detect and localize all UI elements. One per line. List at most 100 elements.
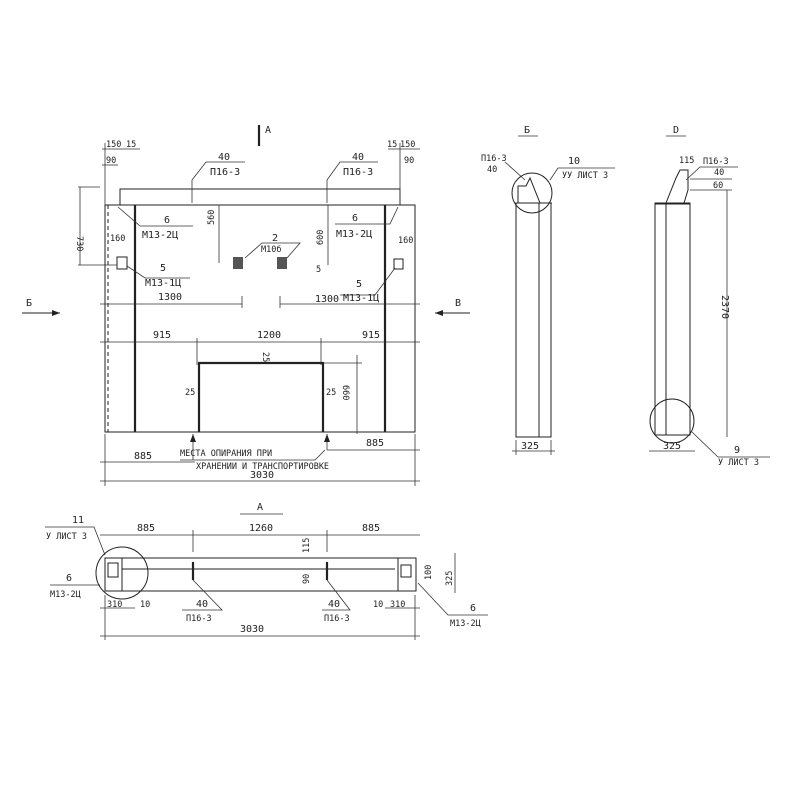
dimension-label: 2: [272, 233, 278, 244]
drawing-line: [549, 167, 615, 181]
drawing-line: [665, 169, 689, 204]
dimension-label: УУ ЛИСТ 3: [562, 171, 608, 181]
dimension-label: 1300: [158, 292, 182, 303]
support-note-line2: ХРАНЕНИИ И ТРАНСПОРТИРОВКЕ: [196, 462, 329, 472]
dimension-label: 150: [400, 140, 415, 150]
drawing-line: [435, 310, 443, 316]
dimension-label: 3030: [240, 624, 264, 635]
dimension-label: У ЛИСТ 3: [718, 458, 759, 468]
drawing-line: [400, 564, 412, 578]
dimension-label: 885: [366, 438, 384, 449]
embed-m13-1-left: [116, 256, 128, 270]
dimension-label: 40: [328, 599, 340, 610]
dimension-label: 160: [398, 236, 413, 246]
dimension-label: 11: [72, 515, 84, 526]
dimension-label: 25: [260, 352, 270, 362]
dimension-label: 6: [470, 603, 476, 614]
dimension-label: П16-3: [210, 167, 240, 178]
dimension-label: 10: [568, 156, 580, 167]
plan-view: A 885 1260 885 115 90 100 325 310 10 10 …: [45, 502, 488, 640]
dimension-label: М10б: [261, 244, 281, 255]
dimension-label: 1260: [249, 523, 273, 534]
dimension-label: М13-2Ц: [142, 230, 178, 241]
dimension-label: 6: [352, 213, 358, 224]
drawing-line: [654, 202, 691, 436]
drawing-line: [244, 242, 301, 259]
dimension-label: П16-3: [703, 157, 729, 167]
dimension-label: 325: [445, 571, 455, 586]
drawing-line: [117, 206, 193, 227]
dimension-label: 915: [153, 330, 171, 341]
drawing-line: [504, 161, 526, 181]
dimension-label: 150: [106, 140, 121, 150]
dimension-label: 90: [106, 156, 116, 166]
drawing-line: [517, 176, 552, 204]
dimension-label: 885: [134, 451, 152, 462]
dimension-label: М13-2Ц: [50, 590, 81, 600]
side-view-d: D 115 П16-3 40 60 2370 9 У ЛИСТ 3 325: [649, 125, 770, 468]
drawing-line: [191, 161, 245, 203]
drawing-line: [685, 166, 738, 181]
dimension-label: М13-1Ц: [343, 293, 379, 304]
drawing-line: [335, 206, 399, 225]
section-b-label: Б: [26, 298, 32, 309]
embed-m13-1-right: [393, 258, 404, 270]
dimension-label: 25: [185, 388, 195, 398]
dimension-label: 100: [424, 565, 434, 580]
dimension-label: 60: [713, 181, 723, 191]
dimension-label: 15: [126, 140, 136, 150]
dimension-label: У ЛИСТ 3: [46, 532, 87, 542]
dimension-label: 6: [164, 215, 170, 226]
drawing-line: [45, 526, 106, 556]
embed-m10-left: [233, 257, 243, 269]
drawing-line: [52, 310, 60, 316]
drawing-line: [417, 582, 488, 616]
detail-circle: [95, 546, 149, 600]
dimension-label: 90: [404, 156, 414, 166]
dimension-label: 310: [390, 600, 405, 610]
dimension-label: 915: [362, 330, 380, 341]
dimension-label: 310: [107, 600, 122, 610]
dimension-label: 5: [160, 263, 166, 274]
view-b-title: Б: [524, 125, 530, 136]
view-a-title: A: [257, 502, 263, 513]
dimension-label: 40: [714, 168, 724, 178]
dimension-label: М13-2Ц: [336, 229, 372, 240]
drawing-line: [324, 434, 330, 442]
dimension-label: 325: [663, 441, 681, 452]
dimension-label: 1200: [257, 330, 281, 341]
dimension-label: 10: [373, 600, 383, 610]
dimension-label: П16-3: [343, 167, 373, 178]
drawing-line: [180, 449, 326, 461]
dimension-label: 15: [387, 140, 397, 150]
detail-circle: [649, 398, 695, 444]
dimension-label: 560: [207, 210, 217, 225]
dimension-label: 660: [340, 385, 350, 400]
drawing-line: [104, 557, 417, 592]
front-view: A Б В 150 15 90 15 150 90 730 160: [22, 125, 470, 486]
dimension-label: 90: [302, 574, 312, 584]
drawing-line: [340, 267, 396, 296]
dimension-label: М13-1Ц: [145, 278, 181, 289]
view-d-title: D: [673, 125, 679, 136]
dimension-label: 885: [137, 523, 155, 534]
drawing-line: [322, 579, 351, 611]
section-v-label: В: [455, 298, 461, 309]
dimension-label: 9: [734, 445, 740, 456]
drawing-line: [691, 431, 770, 458]
dimension-label: М13-2Ц: [450, 619, 481, 629]
dimension-label: П16-3: [186, 614, 212, 624]
drawing-line: [182, 579, 223, 611]
support-note-line1: МЕСТА ОПИРАНИЯ ПРИ: [180, 449, 272, 459]
dimension-label: 885: [362, 523, 380, 534]
door-opening: [197, 361, 325, 432]
drawing-line: [126, 265, 190, 279]
dimension-label: 40: [352, 152, 364, 163]
dimension-label: 5: [316, 265, 321, 275]
dimension-label: П16-3: [481, 154, 507, 164]
dimension-label: 6: [66, 573, 72, 584]
dimension-label: 325: [521, 441, 539, 452]
section-a-label: A: [265, 125, 271, 136]
dimension-label: 600: [316, 230, 326, 245]
